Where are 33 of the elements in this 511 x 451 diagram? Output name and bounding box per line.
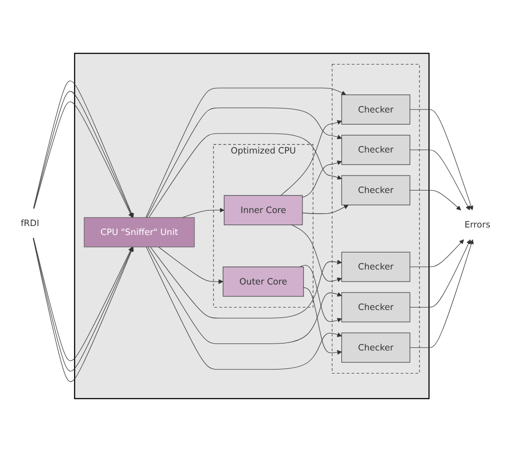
node-box: CPU "Sniffer" Unit xyxy=(84,216,195,247)
node-box: Outer Core xyxy=(222,266,304,296)
cluster xyxy=(332,64,420,374)
arrow xyxy=(148,132,342,218)
arrow xyxy=(302,204,349,214)
arrow xyxy=(410,238,464,267)
node-box: Checker xyxy=(341,174,410,205)
arrow xyxy=(302,160,342,198)
arrow xyxy=(410,238,474,348)
node-box: Checker xyxy=(341,292,410,322)
arrow xyxy=(292,224,342,282)
node-text: Errors xyxy=(464,218,490,230)
node-box: Checker xyxy=(341,94,410,124)
arrow xyxy=(410,238,471,308)
arrow xyxy=(146,107,342,218)
node-box: Checker xyxy=(341,134,410,164)
arrow xyxy=(303,286,342,354)
arrow xyxy=(280,120,342,196)
arrow xyxy=(182,207,224,218)
node-box: Checker xyxy=(341,332,410,362)
arrow xyxy=(158,246,224,284)
arrow xyxy=(150,246,342,318)
arrow xyxy=(410,108,474,210)
node-text: fRDI xyxy=(20,217,40,228)
arrow xyxy=(146,87,346,218)
cluster xyxy=(74,52,430,399)
arrow xyxy=(146,246,342,370)
node-box: Checker xyxy=(341,251,410,282)
arrow xyxy=(410,190,462,210)
node-box: Inner Core xyxy=(224,194,303,225)
arrow xyxy=(148,246,342,344)
arrow xyxy=(410,149,470,210)
arrow xyxy=(299,264,342,322)
